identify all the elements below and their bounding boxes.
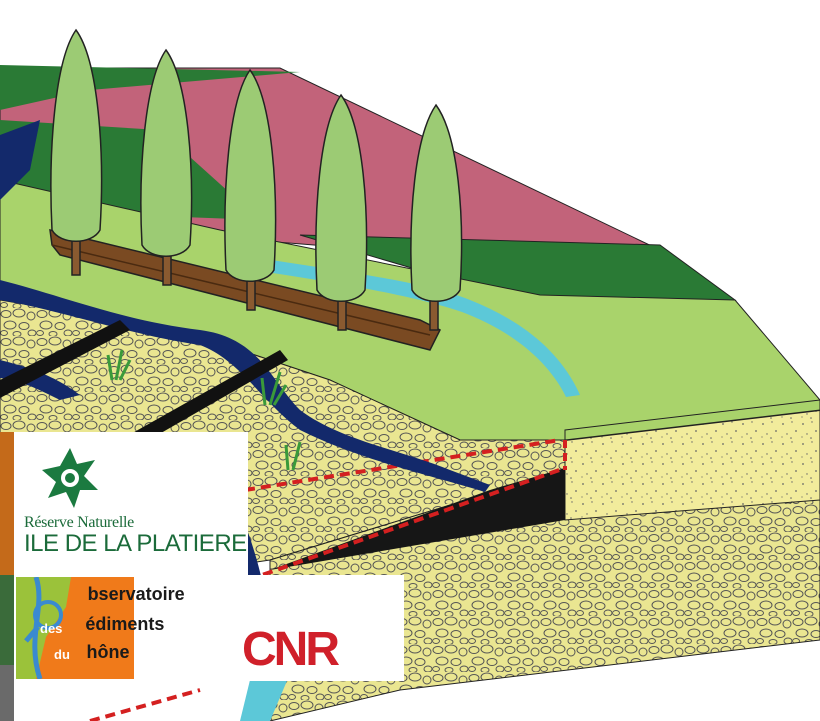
osr-map-icon — [16, 577, 134, 679]
groyne-2 — [120, 350, 288, 452]
poplar-trees — [50, 28, 463, 331]
groyne-1 — [0, 320, 130, 398]
cnr-logo: CNR — [242, 623, 340, 676]
osr-logo: Observatoire des Sédiments du Rhône — [14, 575, 404, 681]
river-channel-main — [0, 280, 490, 492]
edge-strip-green — [0, 575, 14, 665]
edge-strip-grey — [0, 665, 14, 721]
red-dashed-line-upper — [244, 438, 561, 492]
ile-de-la-platiere-label: ILE DE LA PLATIERE — [24, 530, 247, 557]
river-top — [0, 120, 40, 200]
osr-line-rhone: Rhône — [72, 641, 130, 663]
reed-icon — [106, 349, 302, 471]
osr-line-sediments: Sédiments — [72, 613, 165, 635]
reserve-naturelle-logo: Réserve Naturelle ILE DE LA PLATIERE — [14, 432, 248, 575]
edge-strip-orange — [0, 432, 14, 575]
osr-du-label: du — [54, 647, 70, 662]
topsoil-strip — [564, 399, 820, 441]
red-dashed-line-bottom — [89, 688, 201, 721]
osr-line-observatoire: Observatoire — [72, 583, 185, 605]
reserve-naturelle-label: Réserve Naturelle — [24, 514, 134, 531]
osr-des-label: des — [40, 621, 63, 636]
star-turtle-icon — [42, 448, 98, 508]
red-dashed-line-lower — [247, 466, 566, 582]
